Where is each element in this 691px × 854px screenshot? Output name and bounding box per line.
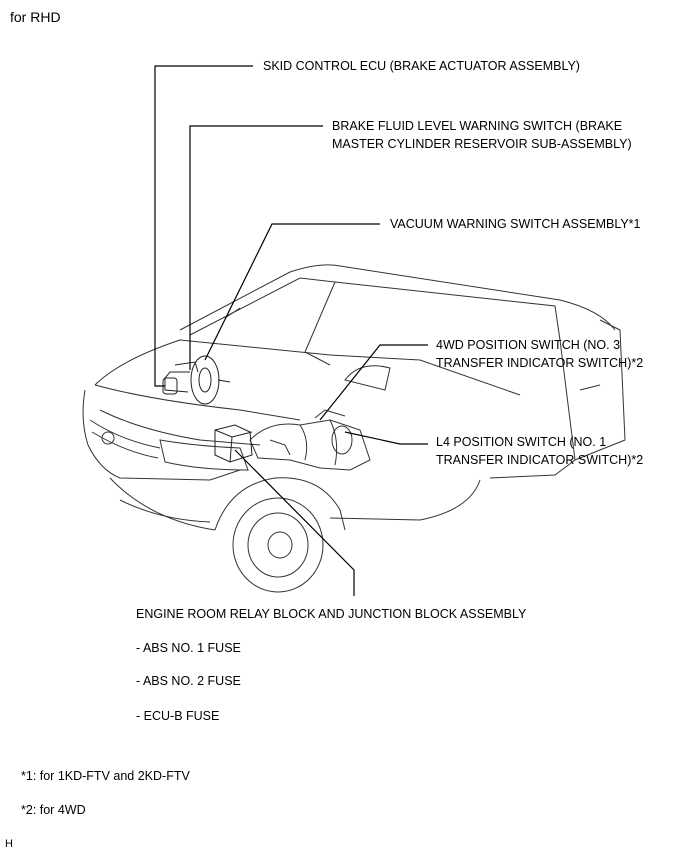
label-4wd-switch-line1: 4WD POSITION SWITCH (NO. 3	[436, 338, 621, 352]
transmission	[249, 409, 371, 471]
page-title: for RHD	[10, 9, 61, 25]
fuse-item: - ABS NO. 1 FUSE	[136, 641, 241, 655]
brake-booster	[162, 355, 231, 405]
label-skid-control-ecu: SKID CONTROL ECU (BRAKE ACTUATOR ASSEMBL…	[263, 59, 580, 73]
relay-block	[214, 424, 253, 463]
label-vacuum-switch: VACUUM WARNING SWITCH ASSEMBLY*1	[390, 217, 641, 231]
fuse-item: - ABS NO. 2 FUSE	[136, 674, 241, 688]
label-l4-switch-line1: L4 POSITION SWITCH (NO. 1	[436, 435, 607, 449]
label-relay-block: ENGINE ROOM RELAY BLOCK AND JUNCTION BLO…	[136, 607, 527, 621]
footnote-2: *2: for 4WD	[21, 803, 86, 817]
corner-mark: H	[5, 838, 13, 850]
label-4wd-switch-line2: TRANSFER INDICATOR SWITCH)*2	[436, 356, 644, 370]
label-brake-fluid-switch-line1: BRAKE FLUID LEVEL WARNING SWITCH (BRAKE	[332, 119, 623, 133]
leader-lines	[154, 65, 428, 596]
fuse-item: - ECU-B FUSE	[136, 709, 220, 723]
vehicle-body	[82, 264, 626, 593]
label-brake-fluid-switch-line2: MASTER CYLINDER RESERVOIR SUB-ASSEMBLY)	[332, 137, 632, 151]
label-l4-switch-line2: TRANSFER INDICATOR SWITCH)*2	[436, 453, 644, 467]
footnote-1: *1: for 1KD-FTV and 2KD-FTV	[21, 769, 190, 783]
